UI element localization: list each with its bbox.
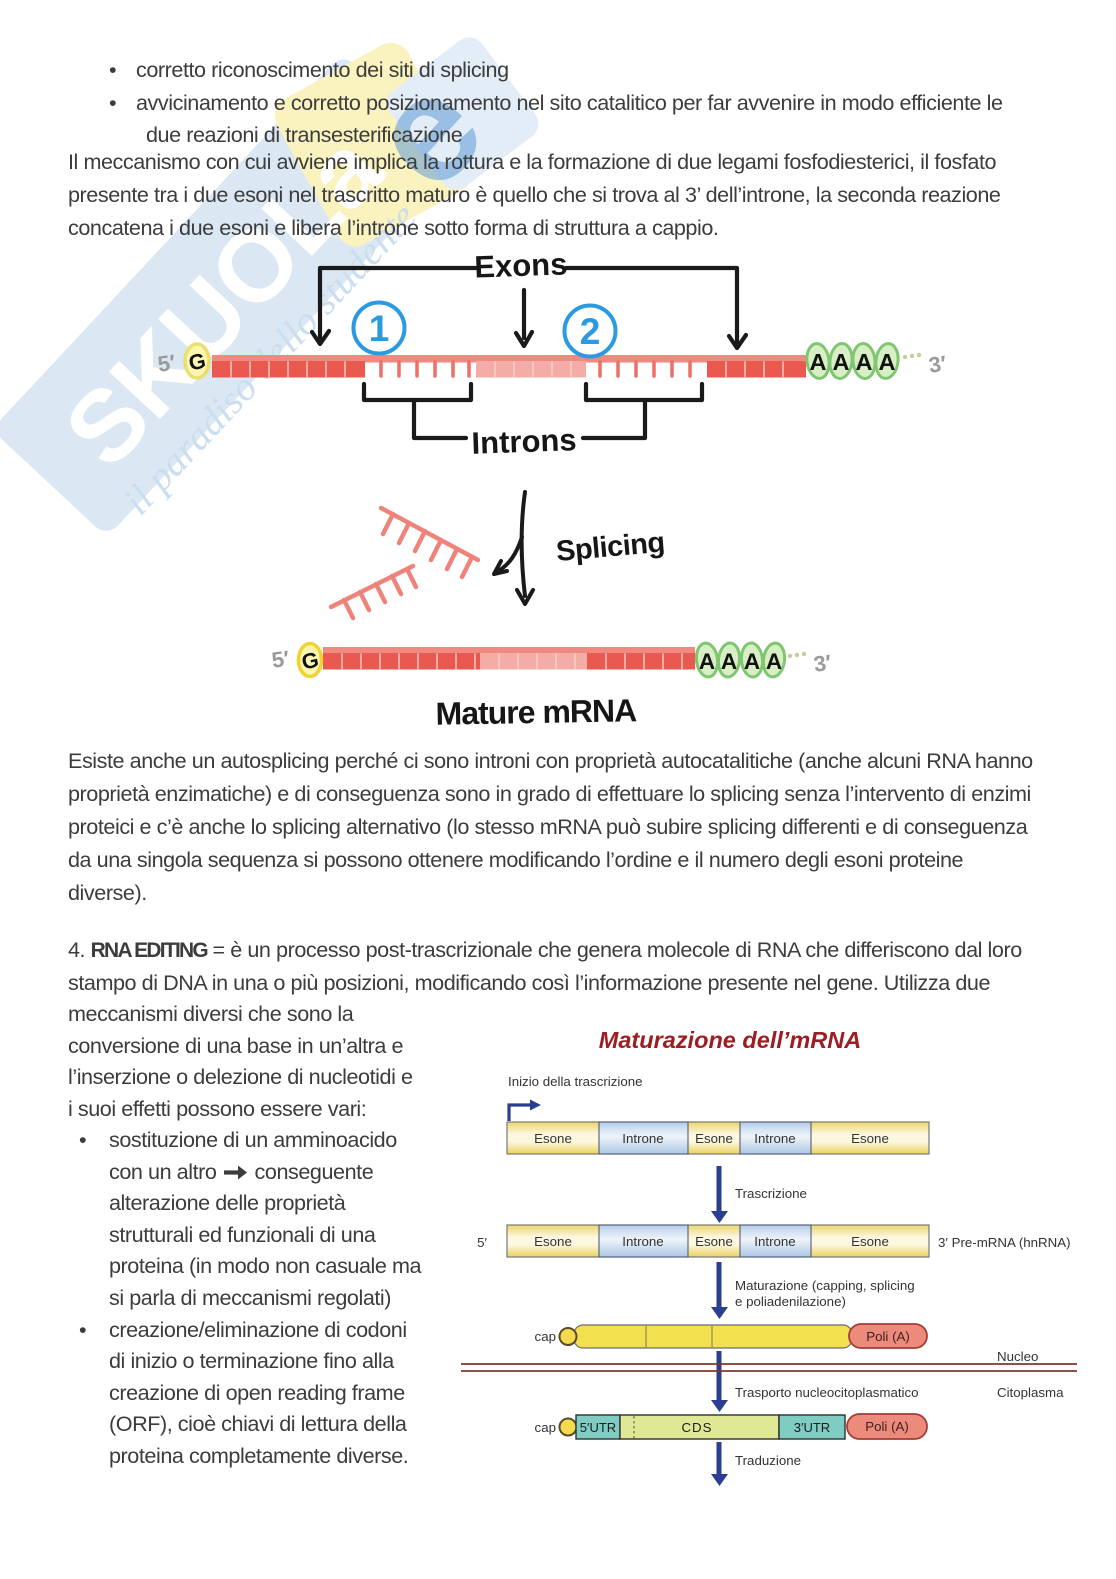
svg-text:CDS: CDS xyxy=(681,1420,712,1435)
svg-text:Citoplasma: Citoplasma xyxy=(997,1385,1064,1400)
svg-text:A: A xyxy=(879,349,896,375)
svg-text:2: 2 xyxy=(580,311,601,352)
svg-text:cap: cap xyxy=(535,1420,556,1435)
svg-text:Maturazione dell’mRNA: Maturazione dell’mRNA xyxy=(599,1027,861,1053)
svg-text:3′: 3′ xyxy=(812,650,833,677)
svg-text:Exons: Exons xyxy=(474,246,568,284)
svg-text:G: G xyxy=(300,648,321,675)
svg-text:A: A xyxy=(766,649,782,674)
svg-text:Esone: Esone xyxy=(851,1234,889,1249)
svg-text:3′ Pre-mRNA (hnRNA): 3′ Pre-mRNA (hnRNA) xyxy=(938,1235,1071,1250)
svg-text:G: G xyxy=(187,349,208,376)
svg-text:Splicing: Splicing xyxy=(555,527,666,568)
svg-text:3′: 3′ xyxy=(927,351,948,378)
svg-text:Mature mRNA: Mature mRNA xyxy=(435,692,637,732)
svg-text:Esone: Esone xyxy=(695,1131,733,1146)
svg-text:e poliadenilazione): e poliadenilazione) xyxy=(735,1294,846,1309)
svg-text:Poli (A): Poli (A) xyxy=(866,1329,910,1344)
svg-text:Trascrizione: Trascrizione xyxy=(735,1186,807,1201)
svg-text:Introne: Introne xyxy=(754,1234,795,1249)
svg-text:Esone: Esone xyxy=(851,1131,889,1146)
svg-text:Nucleo: Nucleo xyxy=(997,1349,1038,1364)
svg-text:Esone: Esone xyxy=(534,1234,572,1249)
svg-text:5′: 5′ xyxy=(156,350,177,377)
svg-text:A: A xyxy=(833,349,850,375)
svg-text:5′: 5′ xyxy=(270,646,291,673)
svg-text:5′: 5′ xyxy=(477,1235,487,1250)
svg-text:Traduzione: Traduzione xyxy=(735,1453,801,1468)
svg-text:A: A xyxy=(744,649,760,674)
svg-text:3′UTR: 3′UTR xyxy=(794,1420,830,1435)
svg-text:Introne: Introne xyxy=(622,1131,663,1146)
svg-text:Inizio della trascrizione: Inizio della trascrizione xyxy=(508,1074,643,1089)
svg-text:Introne: Introne xyxy=(622,1234,663,1249)
svg-text:5′UTR: 5′UTR xyxy=(580,1420,616,1435)
svg-text:1: 1 xyxy=(369,308,390,349)
svg-text:A: A xyxy=(699,649,715,674)
svg-text:Trasporto nucleocitoplasmatico: Trasporto nucleocitoplasmatico xyxy=(735,1385,919,1400)
svg-text:Maturazione (capping, splicing: Maturazione (capping, splicing xyxy=(735,1278,915,1293)
svg-text:Introns: Introns xyxy=(471,422,577,461)
svg-text:Introne: Introne xyxy=(754,1131,795,1146)
svg-text:Esone: Esone xyxy=(534,1131,572,1146)
svg-text:A: A xyxy=(810,349,827,375)
svg-text:Poli (A): Poli (A) xyxy=(865,1419,909,1434)
svg-text:Esone: Esone xyxy=(695,1234,733,1249)
svg-text:A: A xyxy=(721,649,737,674)
svg-text:A: A xyxy=(856,349,873,375)
svg-text:cap: cap xyxy=(535,1329,556,1344)
